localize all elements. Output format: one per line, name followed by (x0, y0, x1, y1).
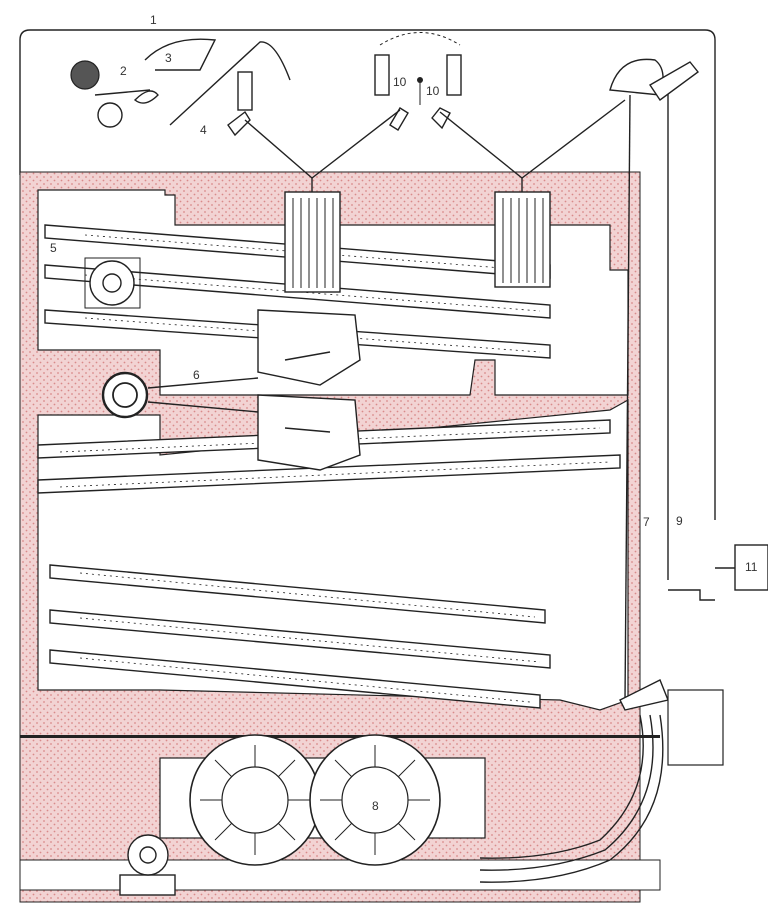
blower-fans (189, 734, 441, 866)
air-ducts (244, 99, 626, 192)
heat-exchanger-left (284, 191, 341, 293)
label-10a: 10 (393, 75, 407, 89)
label-2: 2 (120, 64, 127, 78)
return-pipes (479, 714, 664, 883)
nozzle-assemblies (227, 32, 462, 137)
label-5: 5 (50, 241, 57, 255)
label-7: 7 (643, 515, 650, 529)
exhaust-stack (609, 58, 724, 766)
control-unit (715, 544, 768, 591)
label-11: 11 (745, 560, 758, 574)
label-1: 1 (150, 13, 157, 27)
label-8: 8 (372, 799, 379, 813)
drive-motor (84, 257, 141, 309)
feed-hopper (70, 38, 291, 128)
label-9: 9 (676, 514, 683, 528)
label-4: 4 (200, 123, 207, 137)
label-10b: 10 (426, 84, 440, 98)
heat-exchanger-right (494, 191, 551, 288)
circulation-fans (101, 309, 361, 471)
pump-motor (119, 834, 176, 896)
housing-outline (19, 29, 716, 520)
label-3: 3 (165, 51, 172, 65)
label-6: 6 (193, 368, 200, 382)
